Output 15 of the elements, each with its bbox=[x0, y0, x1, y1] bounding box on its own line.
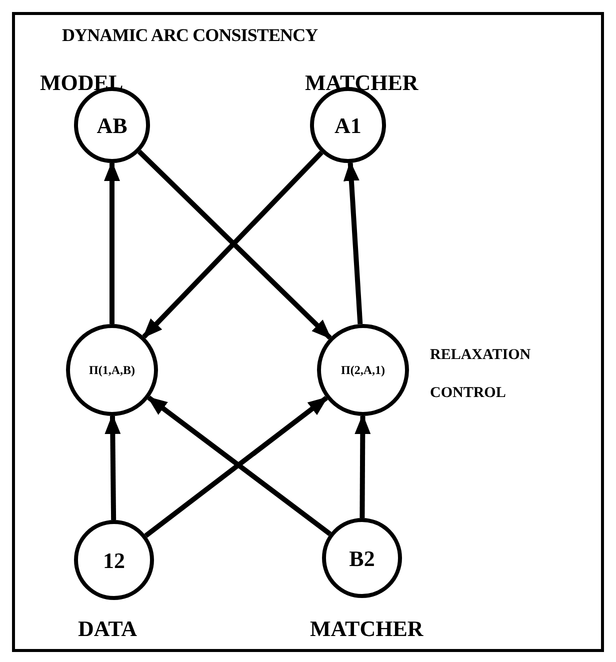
node-label: AB bbox=[96, 112, 128, 140]
arrow bbox=[343, 160, 363, 324]
label: DATA bbox=[78, 615, 138, 643]
label: MATCHER bbox=[310, 615, 424, 643]
node-label: Π(2,A,1) bbox=[341, 362, 385, 379]
node-label: B2 bbox=[349, 544, 375, 572]
label: RELAXATION CONTROL bbox=[430, 346, 532, 403]
node-label: A1 bbox=[334, 112, 362, 140]
node-label: 12 bbox=[103, 546, 125, 574]
label: MATCHER bbox=[305, 69, 418, 97]
diagram-title: DYNAMIC ARC CONSISTENCY bbox=[62, 24, 318, 47]
arrow bbox=[354, 414, 371, 518]
node-label: Π(1,A,B) bbox=[89, 362, 135, 379]
arrow bbox=[104, 414, 121, 520]
arrow bbox=[104, 161, 120, 324]
